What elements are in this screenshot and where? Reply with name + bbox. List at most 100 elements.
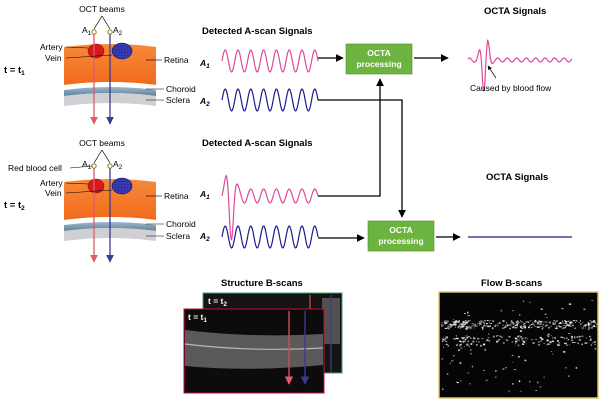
- flow-speckle-dot: [558, 326, 560, 328]
- artery-label-b: Artery: [40, 178, 63, 188]
- flow-speckle-dot: [540, 340, 543, 342]
- flow-speckle-dot: [588, 325, 590, 327]
- flow-speckle-dot: [558, 344, 560, 346]
- flow-speckle-dot: [519, 326, 521, 327]
- flow-speckle-dot: [460, 347, 463, 349]
- flow-speckle-dot: [564, 323, 566, 325]
- flow-speckle-dot: [479, 322, 482, 324]
- flow-speckle-dot: [521, 325, 524, 327]
- arrow-a2-top-to-octa-bottom: [318, 99, 406, 218]
- flow-speckle-dot: [537, 344, 540, 346]
- flow-speckle-dot: [484, 348, 486, 351]
- artery-pointer: [65, 46, 89, 49]
- flow-speckle-dot: [478, 341, 480, 343]
- flow-speckle-dot: [538, 320, 541, 322]
- flow-speckle-dot: [500, 309, 503, 312]
- flow-speckle-dot: [567, 324, 570, 327]
- flow-speckle-dot: [591, 321, 593, 323]
- flow-speckle-dot: [465, 322, 467, 325]
- flow-speckle-dot: [588, 327, 590, 329]
- flow-speckle-dot: [453, 319, 454, 320]
- flow-speckle-dot: [594, 344, 596, 345]
- flow-speckle-dot: [460, 380, 462, 382]
- flow-speckle-dot: [566, 324, 568, 327]
- signal-a2-label-top: A2: [199, 96, 210, 108]
- flow-speckle-dot: [591, 326, 593, 328]
- flow-speckle-dot: [515, 338, 518, 340]
- vein-label-b: Vein: [45, 188, 62, 198]
- retina-label: Retina: [164, 55, 189, 65]
- flow-speckle-dot: [470, 325, 473, 327]
- flow-speckle-dot: [506, 324, 509, 327]
- flow-speckle-dot: [568, 303, 572, 305]
- flow-speckle-dot: [593, 320, 596, 322]
- flow-speckle-dot: [580, 323, 582, 326]
- flow-speckle-dot: [441, 358, 443, 360]
- octa-signal-wave-top: [467, 39, 573, 93]
- flow-speckle-dot: [541, 327, 544, 330]
- flow-speckle-dot: [570, 321, 572, 323]
- flow-speckle-dot: [547, 335, 550, 338]
- flow-speckle-dot: [590, 327, 593, 329]
- flow-speckle-dot: [449, 362, 451, 365]
- flow-speckle-dot: [552, 323, 554, 325]
- flow-speckle-dot: [465, 322, 468, 324]
- beam-a1-source-b: [91, 163, 97, 169]
- flow-speckle-dot: [538, 322, 541, 324]
- flow-speckle-dot: [538, 326, 541, 328]
- flow-speckle-dot: [540, 321, 543, 323]
- flow-speckle-dot: [467, 311, 469, 314]
- flow-speckle-dot: [466, 343, 469, 345]
- flow-speckle-dot: [469, 349, 472, 351]
- flow-speckle-dot: [595, 323, 598, 325]
- detected-title-bottom: Detected A-scan Signals: [202, 138, 313, 149]
- flow-speckle-dot: [444, 321, 446, 323]
- flow-speckle-dot: [464, 338, 467, 340]
- octa-signals-bottom: OCTA Signals: [468, 172, 572, 238]
- flow-speckle-dot: [487, 325, 490, 328]
- flow-speckle-dot: [509, 324, 512, 326]
- flow-speckle-dot: [502, 368, 505, 370]
- annotation-text: Caused by blood flow: [470, 83, 552, 93]
- flow-speckle-dot: [482, 343, 486, 346]
- flow-speckle-dot: [448, 327, 450, 329]
- flow-speckle-dot: [545, 324, 548, 326]
- flow-speckle-dot: [455, 320, 458, 322]
- flow-speckle-dot: [566, 324, 569, 326]
- flow-speckle-dot: [498, 339, 501, 341]
- flow-speckle-dot: [539, 386, 541, 388]
- flow-speckle-dot: [546, 344, 548, 346]
- flow-speckle-dot: [459, 344, 462, 346]
- flow-speckle-dot: [552, 322, 554, 324]
- flow-speckle-dot: [572, 320, 575, 322]
- flow-speckle-dot: [464, 323, 466, 325]
- flow-speckle-dot: [584, 325, 586, 327]
- structure-title: Structure B-scans: [221, 278, 303, 289]
- flow-speckle-dot: [458, 340, 460, 342]
- flow-speckle-dot: [558, 325, 560, 327]
- flow-speckle-dot: [490, 323, 492, 324]
- flow-speckle-dot: [476, 344, 478, 346]
- flow-speckle-dot: [510, 320, 513, 322]
- flow-speckle-dot: [477, 323, 479, 325]
- flow-speckle-dot: [508, 390, 510, 393]
- flow-speckle-dot: [515, 340, 518, 343]
- flow-speckle-dot: [565, 342, 568, 345]
- flow-speckle-dot: [547, 333, 550, 335]
- vein-vessel-b: [111, 177, 133, 195]
- flow-speckle-dot: [456, 337, 459, 340]
- flow-speckle-dot: [524, 359, 527, 362]
- vein-vessel: [111, 42, 133, 60]
- flow-speckle-dot: [562, 327, 564, 328]
- flow-speckle-dot: [515, 327, 518, 329]
- flow-speckle-dot: [515, 321, 518, 323]
- flow-speckle-dot: [451, 324, 453, 326]
- flow-speckle-dot: [535, 390, 538, 391]
- flow-speckle-dot: [556, 320, 558, 322]
- flow-speckle-dot: [446, 327, 449, 329]
- flow-speckle-dot: [467, 327, 470, 328]
- flow-speckle-dot: [544, 313, 547, 315]
- annotation-pointer: [487, 65, 497, 79]
